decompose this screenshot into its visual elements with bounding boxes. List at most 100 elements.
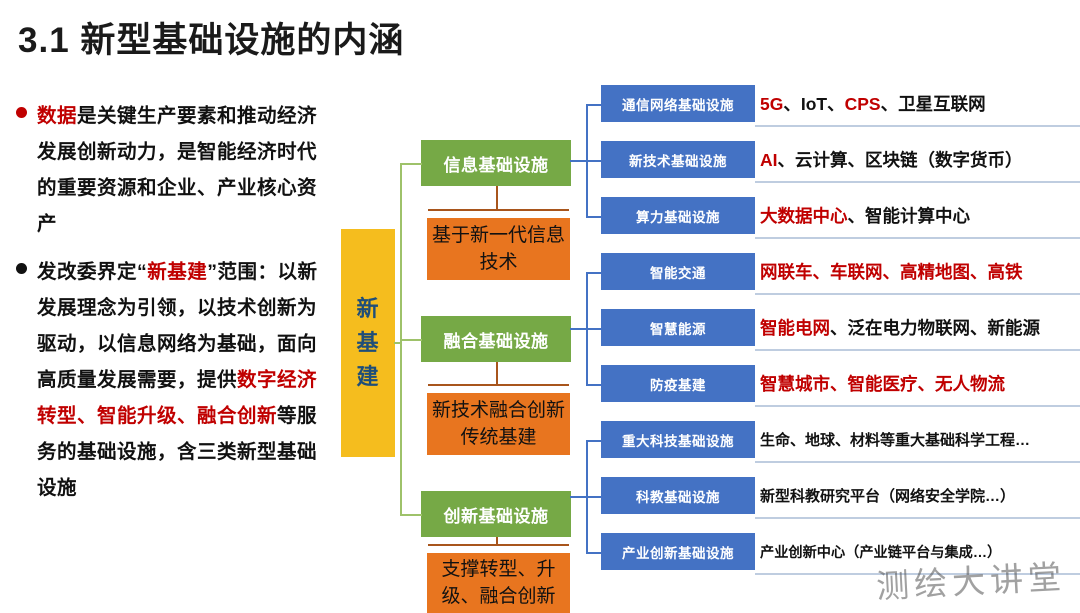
leaf-value-underline <box>755 293 1080 295</box>
connector-blue-branch <box>586 551 602 554</box>
leaf-value-underline <box>755 461 1080 463</box>
diagram-category-node[interactable]: 信息基础设施 <box>421 140 571 186</box>
bullet-dot-icon <box>16 263 27 274</box>
bullet-text: 发改委界定“新基建”范围：以新发展理念为引领，以技术创新为驱动，以信息网络为基础… <box>37 254 336 506</box>
leaf-value-underline <box>755 181 1080 183</box>
connector-blue-stem <box>570 327 587 330</box>
root-node-char: 建 <box>356 364 380 389</box>
leaf-node-label: 重大科技基础设施 <box>622 433 734 449</box>
leaf-value-segment: 、 <box>783 94 801 114</box>
connector-orange-vertical <box>496 362 498 384</box>
leaf-value-segment: 智慧城市、智能医疗、无人物流 <box>760 374 1005 394</box>
leaf-value-segment: 产业创新中心（产业链平台与集成…） <box>760 544 1002 561</box>
leaf-node-label: 防疫基建 <box>650 377 706 393</box>
leaf-value-segment: 大数据中心 <box>760 206 848 226</box>
connector-blue-branch <box>586 215 602 218</box>
bullet-text-segment: 数据 <box>37 105 78 127</box>
diagram-leaf-value: 生命、地球、材料等重大基础科学工程… <box>760 421 1080 458</box>
category-node-label: 信息基础设施 <box>443 155 549 175</box>
diagram-leaf-value: 产业创新中心（产业链平台与集成…） <box>760 533 1080 570</box>
connector-blue-stem <box>570 159 587 162</box>
connector-blue-stem <box>570 495 587 498</box>
leaf-node-label: 智慧能源 <box>650 321 706 337</box>
leaf-node-label: 通信网络基础设施 <box>622 97 734 113</box>
leaf-value-segment: 、云计算、区块链（数字货币） <box>777 150 1023 170</box>
leaf-node-label: 产业创新基础设施 <box>622 545 734 561</box>
diagram-category-node[interactable]: 融合基础设施 <box>421 316 571 362</box>
leaf-value-segment: 生命、地球、材料等重大基础科学工程… <box>760 432 1031 449</box>
bullet-text-segment: 发改委界定“ <box>37 261 148 283</box>
descriptor-node-label: 支撑转型、升级、融合创新 <box>441 559 556 607</box>
category-node-label: 创新基础设施 <box>443 506 549 526</box>
diagram-descriptor-node: 新技术融合创新传统基建 <box>427 393 570 455</box>
connector-orange-horizontal <box>428 544 569 546</box>
leaf-value-segment: CPS <box>844 94 881 114</box>
descriptor-node-label: 基于新一代信息技术 <box>431 225 565 273</box>
leaf-value-underline <box>755 349 1080 351</box>
diagram-leaf-value: 新型科教研究平台（网络安全学院…） <box>760 477 1080 514</box>
connector-blue-branch <box>586 495 602 498</box>
connector-orange-horizontal <box>428 209 569 211</box>
diagram-leaf-node[interactable]: 科教基础设施 <box>601 477 755 514</box>
diagram-descriptor-node: 基于新一代信息技术 <box>427 218 570 280</box>
connector-blue-branch <box>586 383 602 386</box>
leaf-value-segment: 、卫星互联网 <box>880 94 986 114</box>
leaf-value-segment: AI <box>760 150 778 170</box>
leaf-value-segment: 智能电网 <box>760 318 830 338</box>
diagram-leaf-node[interactable]: 重大科技基础设施 <box>601 421 755 458</box>
diagram-leaf-node[interactable]: 通信网络基础设施 <box>601 85 755 122</box>
leaf-value-segment: 、泛在电力物联网、新能源 <box>830 318 1040 338</box>
connector-green-spine <box>400 163 402 514</box>
bullet-text: 数据是关键生产要素和推动经济发展创新动力，是智能经济时代的重要资源和企业、产业核… <box>37 98 336 242</box>
bullet-text-segment: 等服务的基础设施，含三类新型基础设施 <box>37 405 318 499</box>
leaf-value-segment: 网联车、车联网、高精地图、高铁 <box>760 262 1023 282</box>
diagram-descriptor-node: 支撑转型、升级、融合创新 <box>427 553 570 613</box>
connector-blue-branch <box>586 327 602 330</box>
connector-blue-branch <box>586 103 602 106</box>
diagram-category-node[interactable]: 创新基础设施 <box>421 491 571 537</box>
connector-orange-horizontal <box>428 384 569 386</box>
leaf-node-label: 科教基础设施 <box>636 489 720 505</box>
leaf-node-label: 算力基础设施 <box>636 209 720 225</box>
descriptor-node-label: 新技术融合创新传统基建 <box>431 400 565 448</box>
bullet-text-segment: 是关键生产要素和推动经济发展创新动力，是智能经济时代的重要资源和企业、产业核心资… <box>37 105 318 235</box>
root-node-char: 基 <box>356 330 380 355</box>
bullet-item: 发改委界定“新基建”范围：以新发展理念为引领，以技术创新为驱动，以信息网络为基础… <box>16 254 336 506</box>
connector-blue-branch <box>586 271 602 274</box>
leaf-value-segment: 、智能计算中心 <box>847 206 971 226</box>
left-bullet-list: 数据是关键生产要素和推动经济发展创新动力，是智能经济时代的重要资源和企业、产业核… <box>16 98 336 518</box>
diagram-leaf-node[interactable]: 智慧能源 <box>601 309 755 346</box>
leaf-node-label: 智能交通 <box>650 265 706 281</box>
bullet-text-segment: 新基建 <box>147 261 208 283</box>
diagram-leaf-node[interactable]: 防疫基建 <box>601 365 755 402</box>
leaf-value-underline <box>755 405 1080 407</box>
connector-blue-branch <box>586 159 602 162</box>
diagram-leaf-node[interactable]: 算力基础设施 <box>601 197 755 234</box>
diagram-leaf-value: 网联车、车联网、高精地图、高铁 <box>760 253 1080 290</box>
leaf-value-segment: IoT <box>800 94 828 114</box>
bullet-item: 数据是关键生产要素和推动经济发展创新动力，是智能经济时代的重要资源和企业、产业核… <box>16 98 336 242</box>
diagram-root-node[interactable]: 新基建 <box>341 229 395 457</box>
diagram-leaf-value: AI、云计算、区块链（数字货币） <box>760 141 1080 178</box>
diagram-leaf-node[interactable]: 产业创新基础设施 <box>601 533 755 570</box>
leaf-value-underline <box>755 573 1080 575</box>
connector-green-root-stem <box>394 342 402 344</box>
leaf-node-label: 新技术基础设施 <box>629 153 727 169</box>
root-node-label: 新基建 <box>355 292 381 394</box>
leaf-value-underline <box>755 237 1080 239</box>
bullet-text-segment: 数字经济转型、智能升级、融合创新 <box>37 369 318 427</box>
leaf-value-underline <box>755 125 1080 127</box>
leaf-value-segment: 5G <box>760 94 784 114</box>
root-node-char: 新 <box>356 296 380 321</box>
diagram-leaf-value: 大数据中心、智能计算中心 <box>760 197 1080 234</box>
diagram-leaf-value: 智慧城市、智能医疗、无人物流 <box>760 365 1080 402</box>
category-node-label: 融合基础设施 <box>443 331 549 351</box>
connector-green-branch <box>400 163 422 165</box>
leaf-value-segment: 新型科教研究平台（网络安全学院…） <box>760 488 1016 505</box>
diagram-leaf-node[interactable]: 新技术基础设施 <box>601 141 755 178</box>
connector-orange-vertical <box>496 186 498 209</box>
connector-green-branch <box>400 514 422 516</box>
connector-green-branch <box>400 339 422 341</box>
diagram-leaf-node[interactable]: 智能交通 <box>601 253 755 290</box>
